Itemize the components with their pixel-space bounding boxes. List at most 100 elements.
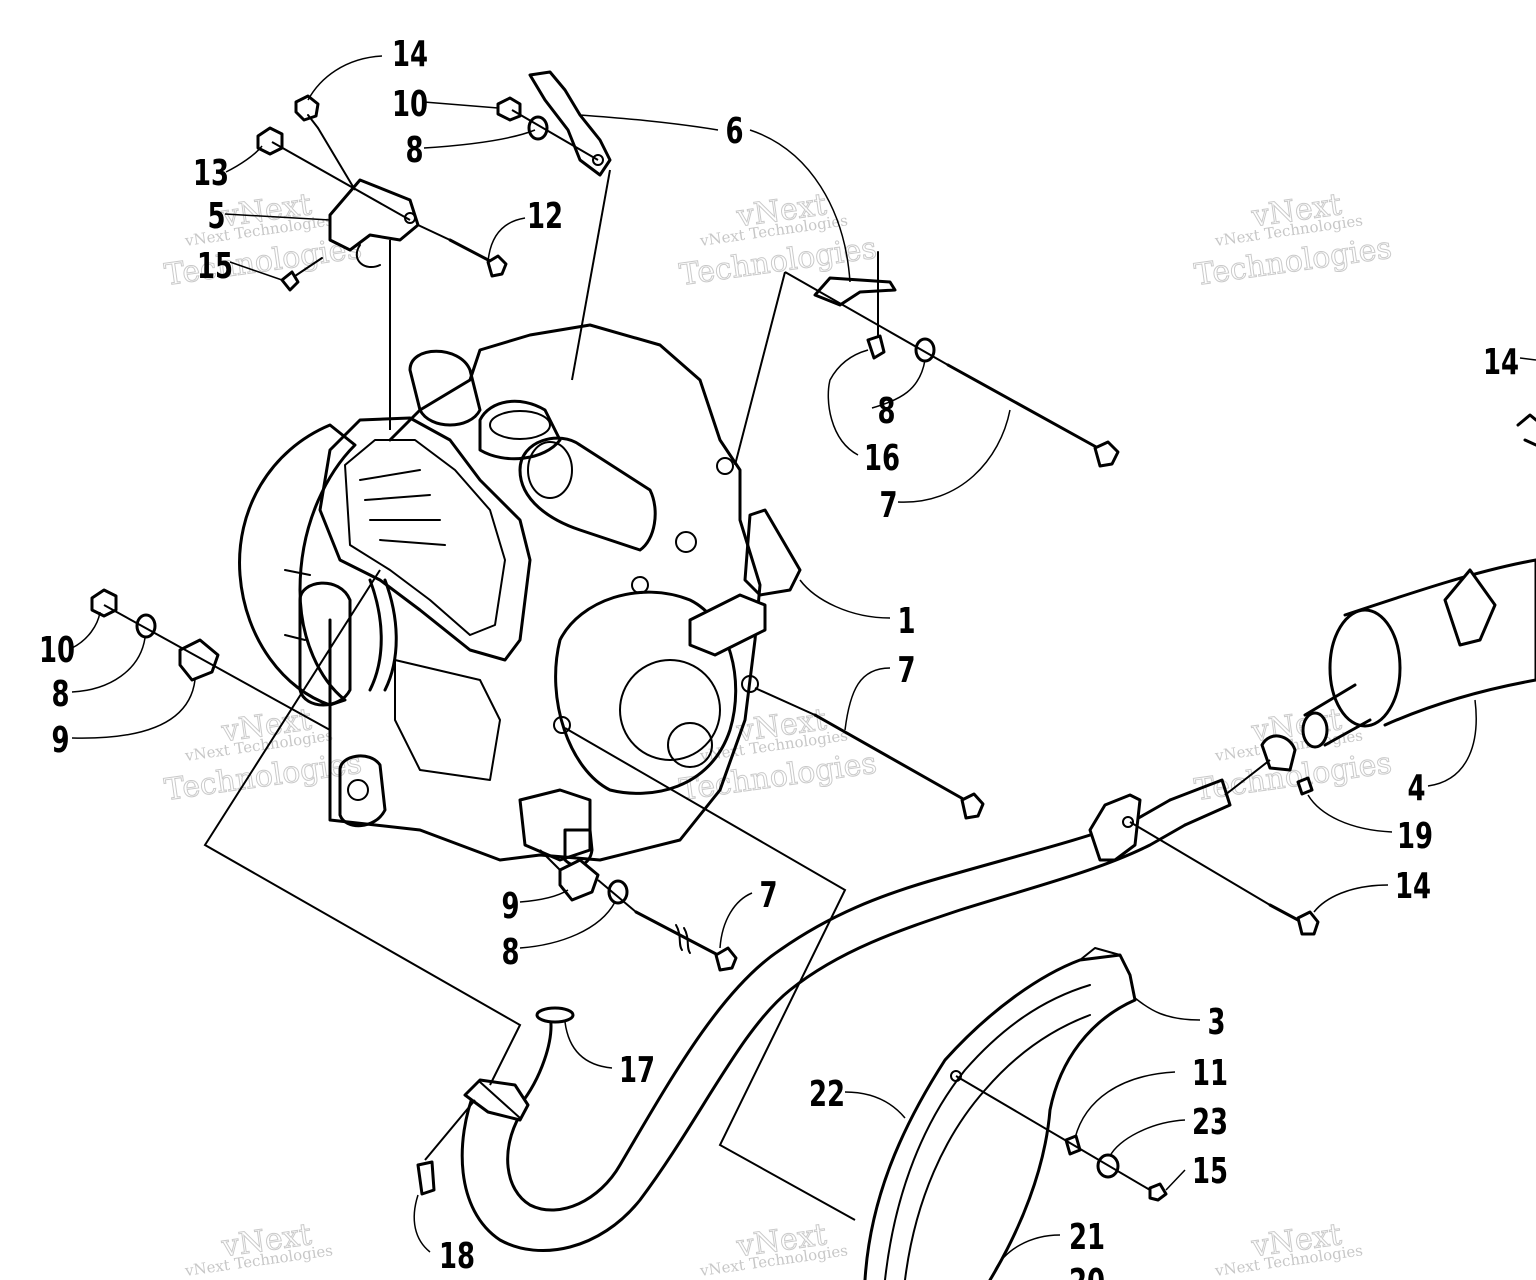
heat-shield-fold-2 xyxy=(904,1014,1091,1280)
exhaust-pipe-outlet xyxy=(1168,778,1232,827)
engine-crankcase xyxy=(328,323,762,862)
engine-stator-hub xyxy=(619,659,721,761)
watermark: vNext vNext Technologies xyxy=(698,1217,849,1280)
callout-15: 15 xyxy=(1192,1151,1228,1192)
callout-8: 8 xyxy=(52,674,70,715)
axis-bracket6-engine xyxy=(571,169,611,381)
callout-14: 14 xyxy=(392,34,428,75)
bolt-7-lower-shank xyxy=(634,910,720,957)
engine-gearcase-detail xyxy=(394,659,501,781)
leader-7c xyxy=(719,892,753,949)
bracket-6-hole xyxy=(592,154,604,166)
lower-center-hardware xyxy=(558,858,738,972)
callout-8: 8 xyxy=(406,130,424,171)
heat-shield-hole xyxy=(950,1070,962,1082)
leader-8c xyxy=(71,637,146,693)
watermark: vNext vNext Technologies xyxy=(183,1217,334,1280)
callouts: 14 10 8 6 13 5 12 15 14 8 16 7 1 7 10 8 … xyxy=(39,34,1519,1280)
upper-right-bracket xyxy=(813,276,897,307)
left-hardware xyxy=(90,588,220,682)
axis-upper-bracket-bolt xyxy=(784,271,949,366)
nut-10-top xyxy=(496,96,522,122)
axis-nut13-bracket xyxy=(271,141,411,221)
bolt-7-lower-break xyxy=(675,924,691,954)
callout-14: 14 xyxy=(1483,342,1519,383)
callout-4: 4 xyxy=(1408,768,1426,809)
callout-22: 22 xyxy=(809,1074,845,1115)
bracket-6 xyxy=(528,70,612,177)
leader-19 xyxy=(1307,794,1393,833)
watermark: vNext vNext Technologies Technologies xyxy=(677,187,879,294)
engine-starter-end xyxy=(527,441,573,499)
top-mount-bracket-group xyxy=(256,94,549,292)
watermark: vNext vNext Technologies Technologies xyxy=(1192,187,1394,294)
spacer-9-lower xyxy=(558,858,600,902)
leader-17 xyxy=(564,1021,613,1069)
engine-head-ribs xyxy=(359,469,446,546)
leader-5 xyxy=(224,213,331,221)
callout-13: 13 xyxy=(193,153,229,194)
muffler-bracket xyxy=(1443,568,1497,647)
engine-output-yoke xyxy=(338,754,387,828)
leader-1 xyxy=(799,579,891,619)
axis-upper-bracket-engine xyxy=(734,271,786,466)
leader-6 xyxy=(579,114,719,131)
axis-hanger-bolt14 xyxy=(1129,821,1271,906)
callout-19: 19 xyxy=(1397,816,1433,857)
leader-10b xyxy=(71,611,101,649)
axis-exhaust-port-flange xyxy=(203,569,522,1086)
callout-5: 5 xyxy=(208,196,226,237)
callout-20: 20 xyxy=(1069,1262,1105,1280)
leader-12 xyxy=(487,217,526,263)
bolt-7-upper-head xyxy=(1093,440,1120,468)
washer-8-lower xyxy=(607,879,629,905)
bracket-clip xyxy=(355,244,381,268)
callout-15: 15 xyxy=(197,246,233,287)
axis-engine-bolt7-mid xyxy=(754,687,816,716)
stud-18 xyxy=(416,1160,436,1196)
engine-assembly xyxy=(238,323,802,867)
nut-13 xyxy=(256,126,284,156)
engine-airbox-cylinder xyxy=(408,349,482,427)
leader-18 xyxy=(413,1194,431,1253)
screw-15-head xyxy=(280,270,300,292)
engine-valve-cover xyxy=(318,416,532,662)
axis-engine-lower-spacer xyxy=(539,849,561,871)
exhaust-flange-edge xyxy=(479,1081,521,1119)
callout-16: 16 xyxy=(864,438,900,479)
screw-15-lower xyxy=(1148,1182,1168,1202)
exhaust-pipe xyxy=(416,778,1232,1252)
leader-9b xyxy=(519,889,569,903)
callout-23: 23 xyxy=(1192,1102,1228,1143)
leader-11 xyxy=(1074,1071,1176,1139)
exhaust-hanger-bracket xyxy=(1088,793,1142,862)
exhaust-pipe-outer xyxy=(460,823,1187,1252)
engine-starter-motor xyxy=(518,436,657,552)
engine-mount-boss-top xyxy=(716,457,734,475)
callout-7: 7 xyxy=(898,650,916,691)
muffler xyxy=(1260,413,1536,936)
engine-intake-ring xyxy=(489,410,551,440)
engine-stud xyxy=(284,569,311,641)
leader-8a xyxy=(423,129,536,149)
leader-22 xyxy=(844,1091,906,1119)
bolt-19 xyxy=(1296,776,1314,796)
axis-stud18 xyxy=(424,1099,476,1161)
axis-pipe-muffler xyxy=(1224,759,1271,796)
assembly-lines xyxy=(103,109,1271,1221)
axis-engine-heat-shield xyxy=(564,727,856,1221)
axis-left-spacer-engine xyxy=(103,604,331,731)
top-mount-bracket xyxy=(328,178,420,252)
exhaust-pipe-inner xyxy=(506,798,1172,1212)
callout-7: 7 xyxy=(760,875,778,916)
bolt-14-lower-shank xyxy=(1268,903,1300,922)
leader-8d xyxy=(519,901,616,949)
leader-8b xyxy=(871,359,926,409)
leader-21 xyxy=(994,1234,1061,1271)
leader-9a xyxy=(71,679,196,739)
leader-4 xyxy=(1427,699,1477,787)
gasket-17 xyxy=(535,1006,575,1024)
exhaust-hanger-hole xyxy=(1122,816,1134,828)
callout-9: 9 xyxy=(502,886,520,927)
